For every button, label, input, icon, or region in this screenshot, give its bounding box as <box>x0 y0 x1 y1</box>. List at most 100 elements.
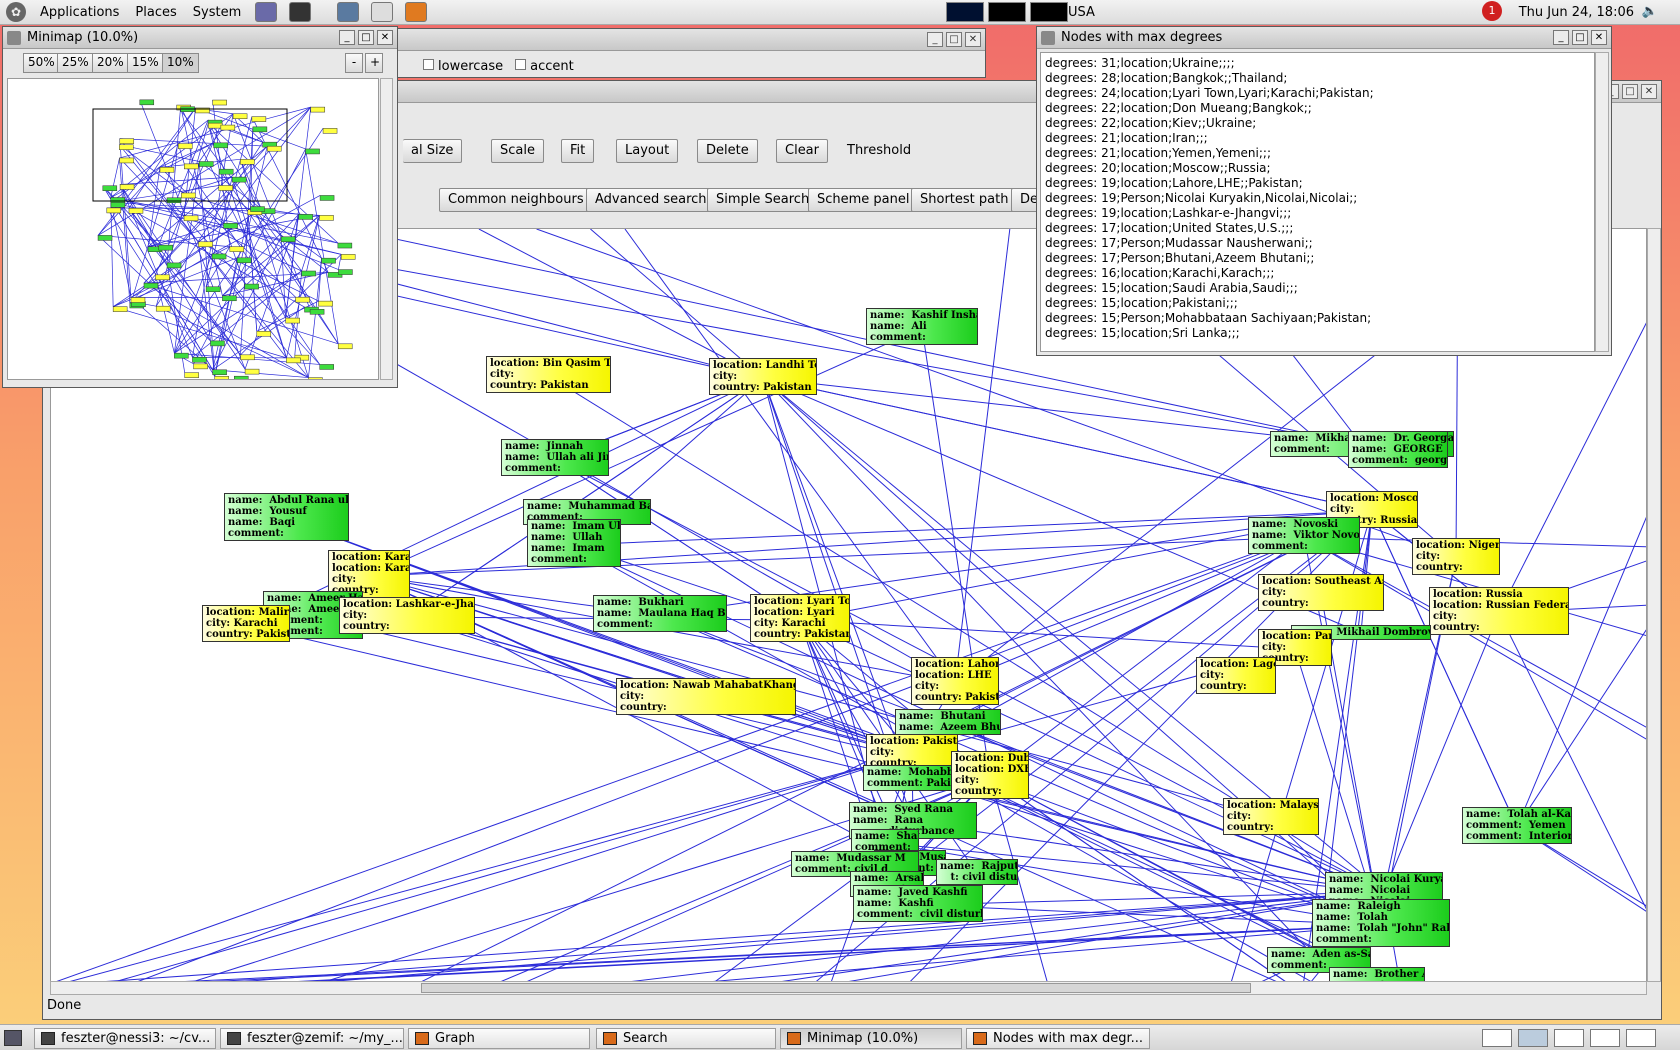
fit-button[interactable]: Fit <box>561 139 595 163</box>
zoom-15-button[interactable]: 15% <box>127 53 164 73</box>
degree-list-item[interactable]: degrees: 17;Person;Bhutani,Azeem Bhutani… <box>1045 251 1315 265</box>
workspace-3[interactable] <box>1554 1029 1584 1047</box>
degree-list-item[interactable]: degrees: 16;location;Karachi,Karach;;; <box>1045 266 1275 280</box>
checkbox-box[interactable] <box>515 59 527 70</box>
degree-list-item[interactable]: degrees: 19;Person;Nicolai Kuryakin,Nico… <box>1045 191 1358 205</box>
scale-button[interactable]: Scale <box>491 139 544 163</box>
location-node[interactable]: location: Lyari Town location: Lyari cit… <box>750 594 850 642</box>
minimap-titlebar[interactable]: Minimap (10.0%) _ □ ✕ <box>3 27 397 49</box>
scrollbar-thumb[interactable] <box>421 983 1251 993</box>
person-node[interactable]: name: Shakir comment: <box>851 829 919 855</box>
location-node[interactable]: location: Lashkar-e-Jhangvi city: countr… <box>339 597 475 634</box>
zoom-in-button[interactable]: + <box>365 53 383 73</box>
zoom-10-button[interactable]: 10% <box>162 53 199 73</box>
system-monitor[interactable] <box>942 2 1068 22</box>
person-node[interactable]: name: Brother Aden comment: <box>1329 967 1425 981</box>
maximize-button[interactable]: □ <box>1622 84 1638 99</box>
location-node[interactable]: location: Malir city: Karachi country: P… <box>202 605 290 642</box>
keyboard-layout-indicator[interactable]: USA <box>1068 4 1095 20</box>
checkbox-box[interactable] <box>423 59 434 70</box>
taskbar-item[interactable]: Nodes with max degr... <box>966 1028 1150 1049</box>
degree-list-item[interactable]: degrees: 31;location;Ukraine;;;; <box>1045 56 1235 70</box>
workspace-1[interactable] <box>1482 1029 1512 1047</box>
computer-launcher-icon[interactable] <box>337 2 360 22</box>
taskbar-item[interactable]: Minimap (10.0%) <box>780 1028 962 1049</box>
degree-list-item[interactable]: degrees: 15;location;Saudi Arabia,Saudi;… <box>1045 281 1298 295</box>
accent-checkbox[interactable]: accent <box>515 59 574 74</box>
maximize-button[interactable]: □ <box>946 32 962 47</box>
person-node[interactable]: name: Kashif Inshan Ali name: Ali commen… <box>866 308 978 345</box>
person-node[interactable]: name: Dr. George name: GEORGE comment: g… <box>1348 431 1448 468</box>
workspace-2[interactable] <box>1518 1029 1548 1047</box>
close-button[interactable]: ✕ <box>1591 30 1607 45</box>
gnome-foot-icon[interactable]: ✿ <box>6 2 26 22</box>
maximize-button[interactable]: □ <box>1572 30 1588 45</box>
minimize-button[interactable]: _ <box>927 32 943 47</box>
location-node[interactable]: location: Dubai location: DXB city: coun… <box>951 751 1029 799</box>
notes-launcher-icon[interactable] <box>371 2 394 22</box>
menu-system[interactable]: System <box>192 4 242 20</box>
scheme-panel-button[interactable]: Scheme panel <box>808 188 919 212</box>
location-node[interactable]: location: Russia location: Russian Feder… <box>1429 587 1569 635</box>
nodes-list[interactable]: degrees: 31;location;Ukraine;;;;degrees:… <box>1040 52 1595 352</box>
maximize-button[interactable]: □ <box>358 30 374 45</box>
degree-list-item[interactable]: degrees: 17;location;United States,U.S.;… <box>1045 221 1294 235</box>
horizontal-scrollbar[interactable] <box>50 981 1647 995</box>
clear-button[interactable]: Clear <box>776 139 828 163</box>
location-node[interactable]: location: Bin Qasim Town city: country: … <box>486 356 611 393</box>
workspace-4[interactable] <box>1590 1029 1620 1047</box>
minimize-button[interactable]: _ <box>1553 30 1569 45</box>
degree-list-item[interactable]: degrees: 21;location;Yemen,Yemeni;;; <box>1045 146 1272 160</box>
show-desktop-icon[interactable] <box>4 1030 22 1046</box>
location-node[interactable]: location: Southeast Asia city: country: <box>1258 574 1384 611</box>
person-node[interactable]: name: Abdul Rana ul Baqi name: Yousuf na… <box>224 493 349 541</box>
simple-search-button[interactable]: Simple Search <box>707 188 819 212</box>
person-node[interactable]: name: Jinnah name: Ullah ali Jinnah comm… <box>501 439 609 476</box>
minimap-canvas[interactable] <box>7 78 379 380</box>
location-node[interactable]: location: Lagos city: country: <box>1196 657 1276 694</box>
zoom-20-button[interactable]: 20% <box>92 53 129 73</box>
zoom-50-button[interactable]: 50% <box>23 53 60 73</box>
firefox-launcher-icon[interactable] <box>405 2 428 22</box>
location-node[interactable]: location: Karachi location: Karach city:… <box>328 550 410 598</box>
shortest-path-button[interactable]: Shortest path <box>911 188 1018 212</box>
person-node[interactable]: name: Rajput t: civil disturbance <box>936 859 1018 885</box>
workspace-5[interactable] <box>1626 1029 1656 1047</box>
monitor-launcher-icon[interactable] <box>255 2 278 22</box>
menu-places[interactable]: Places <box>135 4 177 20</box>
delete-button[interactable]: Delete <box>697 139 758 163</box>
degree-list-item[interactable]: degrees: 24;location;Lyari Town,Lyari;Ka… <box>1045 86 1374 100</box>
vertical-scrollbar[interactable] <box>1647 228 1661 982</box>
degree-list-item[interactable]: degrees: 15;location;Sri Lanka;;; <box>1045 326 1240 340</box>
common-neighbours-button[interactable]: Common neighbours <box>439 188 593 212</box>
degree-list-item[interactable]: degrees: 19;location;Lahore,LHE;;Pakista… <box>1045 176 1303 190</box>
clock[interactable]: Thu Jun 24, 18:06 <box>1518 4 1634 20</box>
terminal-launcher-icon[interactable] <box>289 2 312 22</box>
volume-icon[interactable]: 🔈 <box>1641 4 1658 19</box>
update-notification-icon[interactable]: 1 <box>1482 1 1502 21</box>
location-node[interactable]: location: Malaysia city: country: <box>1223 798 1319 835</box>
close-button[interactable]: ✕ <box>1641 84 1657 99</box>
person-node[interactable]: name: Bhutani name: Azeem Bhutani <box>895 709 1001 735</box>
zoom-25-button[interactable]: 25% <box>57 53 94 73</box>
person-node[interactable]: name: Muhammad Balochi comment: <box>523 499 651 525</box>
degree-list-item[interactable]: degrees: 21;location;Iran;;; <box>1045 131 1208 145</box>
person-node[interactable]: name: Bukhari name: Maulana Haq Bukhari … <box>593 595 727 632</box>
degree-list-item[interactable]: degrees: 15;location;Pakistani;;; <box>1045 296 1238 310</box>
taskbar-item[interactable]: Search <box>596 1028 776 1049</box>
workspace-switcher[interactable] <box>1482 1029 1672 1047</box>
degree-list-item[interactable]: degrees: 15;Person;Mohabbataan Sachiyaan… <box>1045 311 1372 325</box>
degree-list-item[interactable]: degrees: 17;Person;Mudassar Nausherwani;… <box>1045 236 1313 250</box>
degree-list-item[interactable]: degrees: 28;location;Bangkok;;Thailand; <box>1045 71 1288 85</box>
nodes-window-titlebar[interactable]: Nodes with max degrees _ □ ✕ <box>1037 27 1611 49</box>
taskbar-item[interactable]: Graph <box>408 1028 590 1049</box>
person-node[interactable]: name: Javed Kashfi name: Kashfi comment:… <box>853 885 983 922</box>
person-node[interactable]: name: Raleigh name: Tolah name: Tolah "J… <box>1312 899 1450 947</box>
close-button[interactable]: ✕ <box>377 30 393 45</box>
location-node[interactable]: location: Lahore location: LHE city: cou… <box>911 657 999 705</box>
lowercase-checkbox[interactable]: lowercase <box>423 59 503 74</box>
menu-applications[interactable]: Applications <box>40 4 120 20</box>
degree-list-item[interactable]: degrees: 20;location;Moscow;;Russia; <box>1045 161 1271 175</box>
person-node[interactable]: name: Mohabbataan comment: Pakistan <box>863 765 957 791</box>
zoom-out-button[interactable]: - <box>345 53 363 73</box>
